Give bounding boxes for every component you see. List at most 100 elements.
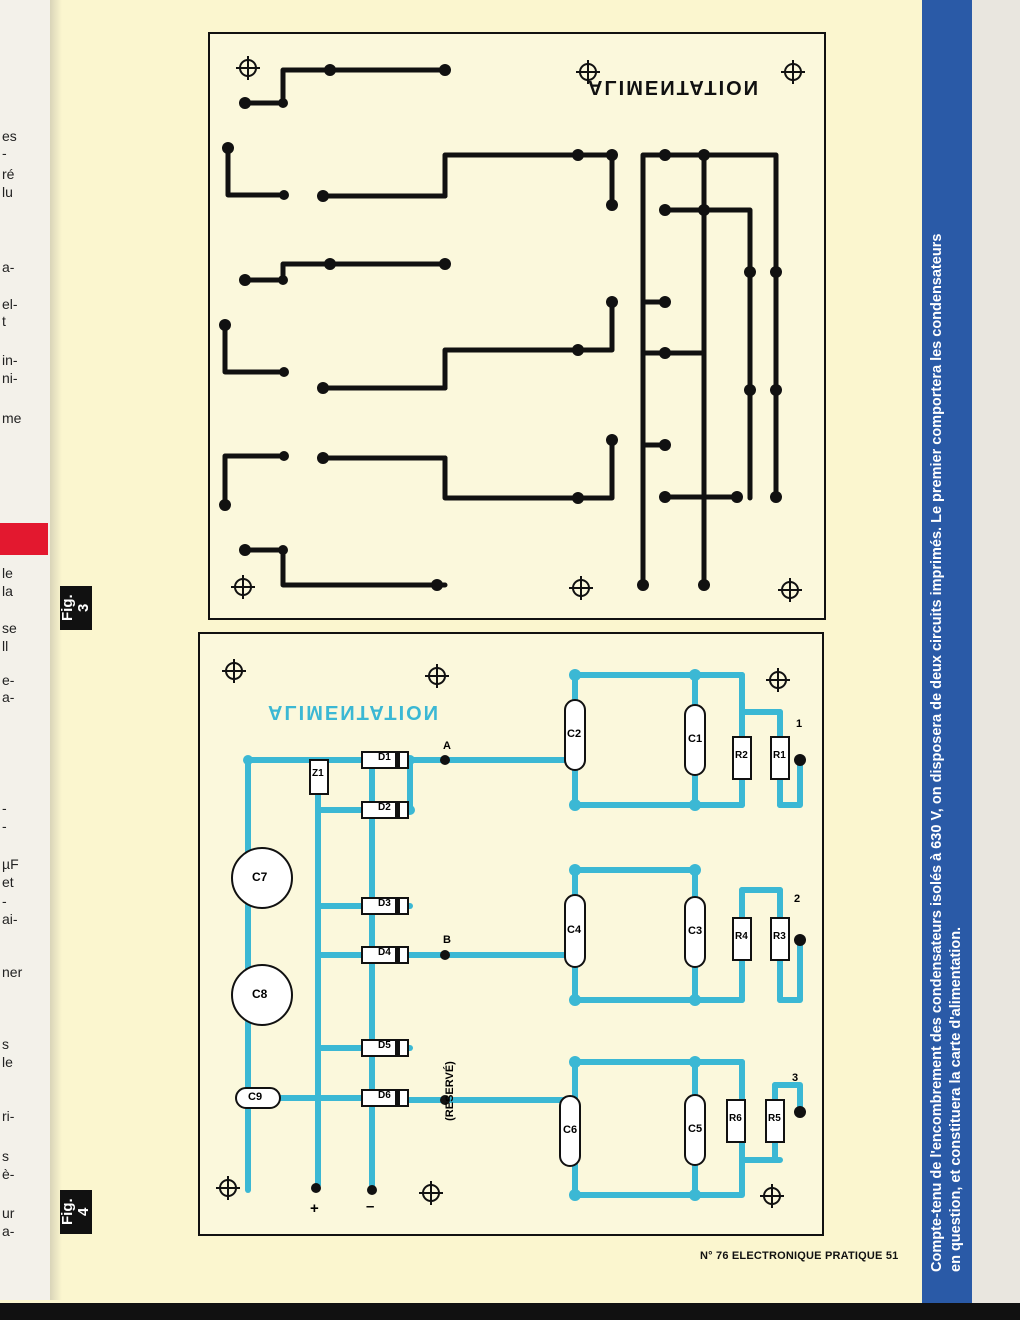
label-c9: C9 — [248, 1091, 263, 1103]
diode-bands — [395, 752, 400, 1106]
cap-c5 — [684, 1094, 706, 1166]
label-r6: R6 — [729, 1113, 742, 1124]
label-d5: D5 — [378, 1040, 391, 1051]
margin-text: le — [2, 565, 13, 581]
left-page-margin: es - ré lu a- el- t in- ni- me le la se … — [0, 0, 52, 1300]
label-r1: R1 — [773, 750, 786, 761]
label-r4: R4 — [735, 931, 748, 942]
cap-c2 — [564, 699, 586, 771]
page-footer: N° 76 ELECTRONIQUE PRATIQUE 51 — [700, 1250, 899, 1262]
cap-c4 — [564, 894, 586, 968]
mounting-hole-icon — [781, 60, 805, 84]
margin-text: è- — [2, 1166, 15, 1182]
margin-text: - — [2, 145, 7, 161]
mounting-hole-icon — [778, 578, 802, 602]
fig4-pads — [243, 669, 701, 1201]
label-d1: D1 — [378, 752, 391, 763]
margin-text: µF — [2, 856, 19, 872]
resistor-r5 — [765, 1099, 785, 1143]
mounting-hole-icon — [760, 1184, 784, 1208]
label-r3: R3 — [773, 931, 786, 942]
resistor-r2 — [732, 736, 752, 780]
label-plus: + — [310, 1200, 319, 1217]
label-point-b: B — [443, 934, 451, 946]
margin-text: ner — [2, 964, 23, 980]
margin-text: le — [2, 1054, 13, 1070]
margin-text: me — [2, 410, 22, 426]
cap-c7 — [231, 847, 293, 909]
fig3-traces — [222, 67, 779, 588]
mounting-hole-icon — [222, 659, 246, 683]
label-output-1: 1 — [796, 718, 803, 730]
label-c3: C3 — [688, 925, 703, 937]
margin-text: s — [2, 1148, 9, 1164]
label-c6: C6 — [563, 1124, 578, 1136]
resistor-r1 — [770, 736, 790, 780]
mounting-hole-icon — [576, 60, 600, 84]
label-c2: C2 — [567, 728, 582, 740]
label-c8: C8 — [252, 987, 268, 1001]
margin-text: t — [2, 313, 6, 329]
label-d3: D3 — [378, 898, 391, 909]
mounting-hole-icon — [231, 575, 255, 599]
label-output-2: 2 — [794, 893, 801, 905]
cap-c3 — [684, 896, 706, 968]
margin-text: se — [2, 620, 17, 636]
margin-text: el- — [2, 296, 18, 312]
margin-text: - — [2, 893, 7, 909]
fig4-connection-points — [311, 754, 806, 1195]
label-c7: C7 — [252, 870, 268, 884]
mounting-hole-icon — [569, 576, 593, 600]
caption-band — [922, 0, 972, 1304]
label-r2: R2 — [735, 750, 748, 761]
fig3-pcb-board — [208, 32, 826, 620]
margin-text: ré — [2, 166, 15, 182]
margin-text: es — [2, 128, 17, 144]
mounting-hole-icon — [216, 1176, 240, 1200]
figure-caption: Compte-tenu de l'encombrement des conden… — [928, 32, 966, 1272]
label-c1: C1 — [688, 733, 703, 745]
fig3-pads — [219, 64, 782, 591]
margin-text: lu — [2, 184, 13, 200]
label-d4: D4 — [378, 947, 391, 958]
label-c5: C5 — [688, 1123, 703, 1135]
page-spine — [50, 0, 62, 1300]
resistor-r6 — [726, 1099, 746, 1143]
cap-c8 — [231, 964, 293, 1026]
fig4-pcb-board — [198, 632, 824, 1236]
fig4-mounting-holes — [216, 659, 790, 1208]
label-r5: R5 — [768, 1113, 781, 1124]
fig4-title: ALIMENTATION — [268, 701, 441, 723]
margin-text: e- — [2, 672, 15, 688]
margin-text: a- — [2, 259, 15, 275]
margin-text: ll — [2, 638, 9, 654]
mounting-hole-icon — [236, 56, 260, 80]
margin-text: - — [2, 800, 7, 816]
margin-text: s — [2, 1036, 9, 1052]
label-d2: D2 — [378, 802, 391, 813]
label-d6: D6 — [378, 1090, 391, 1101]
margin-text: ur — [2, 1205, 15, 1221]
label-reserve: (RESERVÉ) — [443, 1061, 456, 1121]
label-z1: Z1 — [312, 768, 324, 779]
mounting-hole-icon — [766, 668, 790, 692]
margin-text: et — [2, 874, 14, 890]
mounting-hole-icon — [425, 664, 449, 688]
margin-text: ai- — [2, 911, 18, 927]
label-c4: C4 — [567, 924, 582, 936]
label-point-a: A — [443, 740, 451, 752]
cap-c9 — [235, 1087, 281, 1109]
mounting-hole-icon — [419, 1181, 443, 1205]
bottom-edge — [0, 1303, 1020, 1320]
fig4-traces — [245, 672, 803, 1198]
caption-line-2: en question, et constituera la carte d'a… — [948, 926, 964, 1272]
margin-text: in- — [2, 352, 18, 368]
margin-text: la — [2, 583, 13, 599]
zener-z1 — [309, 759, 329, 795]
right-page-edge — [972, 0, 1020, 1304]
resistor-r3 — [770, 917, 790, 961]
label-minus: – — [366, 1198, 375, 1215]
caption-line-1: Compte-tenu de l'encombrement des conden… — [929, 233, 945, 1272]
margin-text: ni- — [2, 370, 18, 386]
